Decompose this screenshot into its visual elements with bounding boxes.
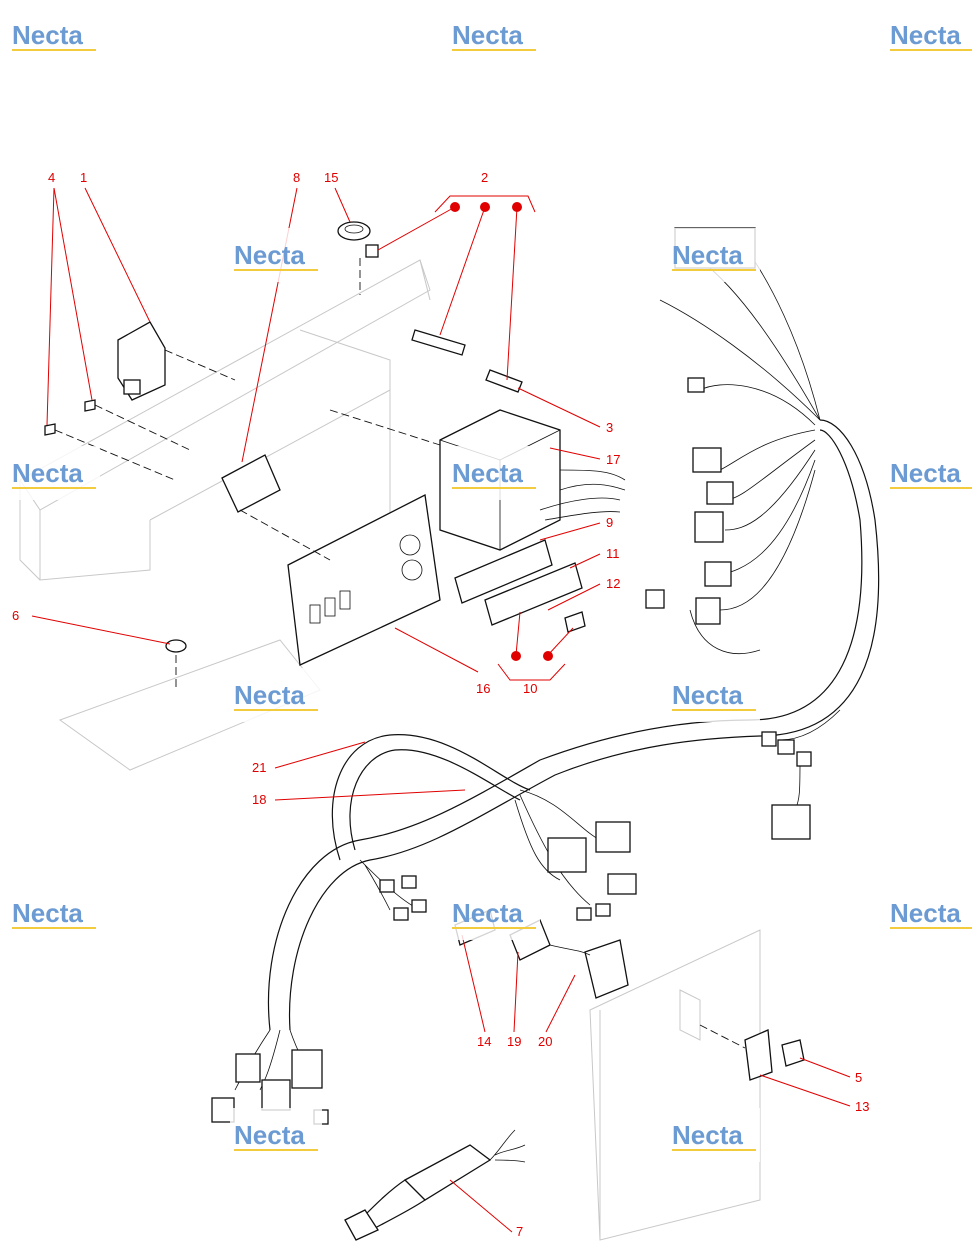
callout-12: 12 <box>606 576 620 591</box>
watermark-logo: Necta <box>8 886 100 940</box>
watermark-logo: Necta <box>448 8 540 62</box>
callout-4: 4 <box>48 170 55 185</box>
callout-17: 17 <box>606 452 620 467</box>
watermark-logo: Necta <box>448 446 540 500</box>
watermark-logo: Necta <box>8 8 100 62</box>
watermark-logo: Necta <box>230 1108 322 1162</box>
watermark-logo: Necta <box>668 668 760 722</box>
callout-10: 10 <box>523 681 537 696</box>
callout-15: 15 <box>324 170 338 185</box>
part-markers <box>450 202 553 661</box>
watermark-text: Necta <box>452 898 523 928</box>
watermark-logo: Necta <box>886 8 972 62</box>
callout-16: 16 <box>476 681 490 696</box>
watermark-text: Necta <box>12 458 83 488</box>
callout-13: 13 <box>855 1099 869 1114</box>
callout-1: 1 <box>80 170 87 185</box>
components <box>44 221 805 1241</box>
watermark-logo: Necta <box>8 446 100 500</box>
wiring-harness <box>234 239 880 1091</box>
watermark-text: Necta <box>452 458 523 488</box>
watermark-text: Necta <box>234 680 305 710</box>
watermark-text: Necta <box>672 1120 743 1150</box>
callout-3: 3 <box>606 420 613 435</box>
callout-20: 20 <box>538 1034 552 1049</box>
callout-5: 5 <box>855 1070 862 1085</box>
watermark-text: Necta <box>234 240 305 270</box>
watermark-text: Necta <box>672 240 743 270</box>
watermark-text: Necta <box>890 20 961 50</box>
watermark-logo: Necta <box>230 228 322 282</box>
watermark-text: Necta <box>452 20 523 50</box>
watermark-text: Necta <box>890 458 961 488</box>
callout-11: 11 <box>606 546 620 561</box>
leader-lines <box>31 187 851 1233</box>
watermark-logo: Necta <box>448 886 540 940</box>
callout-7: 7 <box>516 1224 523 1239</box>
watermark-text: Necta <box>234 1120 305 1150</box>
callout-19: 19 <box>507 1034 521 1049</box>
callout-21: 21 <box>252 760 266 775</box>
callout-labels: 4 1 8 15 2 3 17 9 11 12 6 16 10 21 18 14… <box>12 170 869 1239</box>
watermark-logo: Necta <box>668 1108 760 1162</box>
watermark-logo: Necta <box>886 886 972 940</box>
chassis-frame <box>19 259 761 1241</box>
watermark-logo: Necta <box>230 668 322 722</box>
watermark-logo: Necta <box>668 228 760 282</box>
watermark-text: Necta <box>672 680 743 710</box>
watermark-text: Necta <box>12 20 83 50</box>
harness-connectors <box>211 227 812 1125</box>
watermarks: Necta Necta Necta Necta Necta Necta <box>8 8 972 1162</box>
callout-8: 8 <box>293 170 300 185</box>
watermark-text: Necta <box>12 898 83 928</box>
callout-9: 9 <box>606 515 613 530</box>
callout-14: 14 <box>477 1034 491 1049</box>
watermark-logo: Necta <box>886 446 972 500</box>
callout-2: 2 <box>481 170 488 185</box>
watermark-text: Necta <box>890 898 961 928</box>
alignment-lines <box>54 258 746 1049</box>
callout-6: 6 <box>12 608 19 623</box>
callout-18: 18 <box>252 792 266 807</box>
